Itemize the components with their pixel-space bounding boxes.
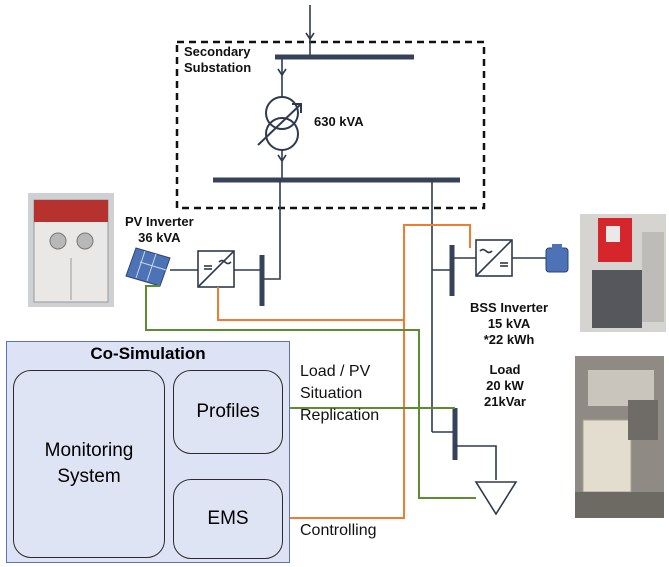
cosimulation-panel: Co-Simulation Monitoring System Profiles… xyxy=(6,341,290,563)
substation-label: Secondary Substation xyxy=(184,44,252,75)
bss-inverter-symbol xyxy=(475,239,513,277)
load-symbol xyxy=(474,481,518,516)
pv-inverter-photo xyxy=(28,193,114,307)
lv-feeders xyxy=(262,180,455,433)
cosimulation-title: Co-Simulation xyxy=(90,344,206,363)
monitoring-label-line2: System xyxy=(57,466,121,487)
transformer-symbol xyxy=(257,96,302,151)
bss-inverter-label: BSS Inverter 15 kVA *22 kWh xyxy=(470,300,549,347)
transformer-rating: 630 kVA xyxy=(314,114,364,129)
replication-lines xyxy=(145,285,476,499)
controlling-label: Controlling xyxy=(300,522,377,539)
battery-icon xyxy=(545,244,569,273)
profiles-block[interactable]: Profiles xyxy=(173,370,283,454)
monitoring-label-line1: Monitoring xyxy=(44,440,134,461)
load-label: Load 20 kW 21kVar xyxy=(484,362,526,409)
monitoring-system-block[interactable]: Monitoring System xyxy=(13,370,165,558)
replication-label: Load / PV Situation Replication xyxy=(300,363,380,424)
bss-inverter-photo xyxy=(580,214,666,332)
substation-boundary xyxy=(175,40,486,210)
pv-inverter-label: PV Inverter 36 kVA xyxy=(125,214,194,245)
ems-block[interactable]: EMS xyxy=(173,479,283,559)
profiles-label: Profiles xyxy=(196,401,260,422)
load-photo xyxy=(575,356,664,518)
pv-panel-icon xyxy=(125,247,171,287)
control-lines xyxy=(217,224,471,519)
ems-label: EMS xyxy=(207,508,249,529)
pv-inverter-symbol xyxy=(197,250,235,288)
grid-feeder xyxy=(277,5,315,178)
